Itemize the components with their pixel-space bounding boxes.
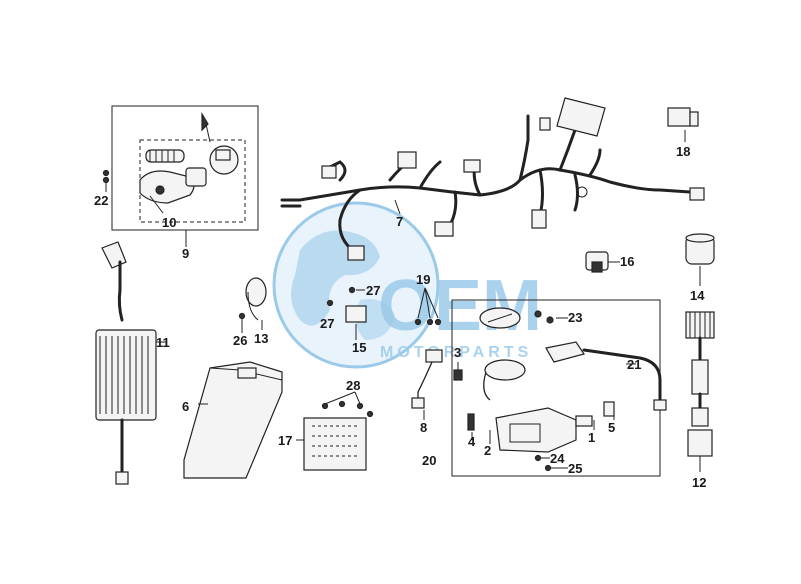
callout-1: 1 [588, 430, 595, 445]
callout-7: 7 [396, 214, 403, 229]
callout-5: 5 [608, 420, 615, 435]
callout-3: 3 [454, 345, 461, 360]
part-lock-body [495, 407, 593, 453]
part-14 [685, 233, 715, 286]
part-group-20 [451, 299, 667, 477]
part-15 [326, 286, 367, 340]
callout-16: 16 [620, 254, 634, 269]
callout-18: 18 [676, 144, 690, 159]
callout-26: 26 [233, 333, 247, 348]
part-17 [296, 417, 367, 471]
callout-8: 8 [420, 420, 427, 435]
part-23-screws [534, 310, 568, 324]
callout-27-lower: 27 [320, 316, 334, 331]
callout-17: 17 [278, 433, 292, 448]
watermark-brand: OEM [378, 266, 542, 346]
callout-13: 13 [254, 331, 268, 346]
watermark-sub: MOTORPARTS [380, 344, 532, 361]
callout-9: 9 [182, 246, 189, 261]
part-3 [453, 362, 463, 381]
part-18 [667, 107, 699, 142]
watermark: OEM MOTORPARTS [272, 201, 542, 369]
callout-14: 14 [690, 288, 705, 303]
part-21-cable [545, 341, 667, 411]
part-16 [585, 251, 620, 273]
callout-24: 24 [550, 451, 565, 466]
callout-15: 15 [352, 340, 366, 355]
part-6-battery [183, 361, 283, 479]
callout-12: 12 [692, 475, 706, 490]
part-13 [245, 277, 267, 330]
callout-19: 19 [416, 272, 430, 287]
callout-10: 10 [162, 215, 176, 230]
callout-27-upper: 27 [366, 283, 380, 298]
part-group-9 [102, 105, 259, 247]
part-28 [321, 391, 374, 418]
switch-assembly-10 [139, 111, 239, 204]
callout-2: 2 [484, 443, 491, 458]
callout-20: 20 [422, 453, 436, 468]
part-11-charger [95, 241, 166, 485]
callout-labels: 1 2 3 4 5 6 7 8 9 10 11 12 13 14 15 16 1… [94, 144, 706, 490]
callout-23: 23 [568, 310, 582, 325]
part-19 [414, 287, 442, 326]
callout-11: 11 [156, 335, 170, 350]
part-12 [685, 311, 715, 472]
wiring-harness-7 [280, 97, 705, 261]
part-8 [411, 349, 443, 420]
callout-21: 21 [627, 357, 641, 372]
callout-25: 25 [568, 461, 582, 476]
callout-22: 22 [94, 193, 108, 208]
callout-4: 4 [468, 434, 476, 449]
part-26 [238, 312, 246, 333]
callout-6: 6 [182, 399, 189, 414]
callout-28: 28 [346, 378, 360, 393]
